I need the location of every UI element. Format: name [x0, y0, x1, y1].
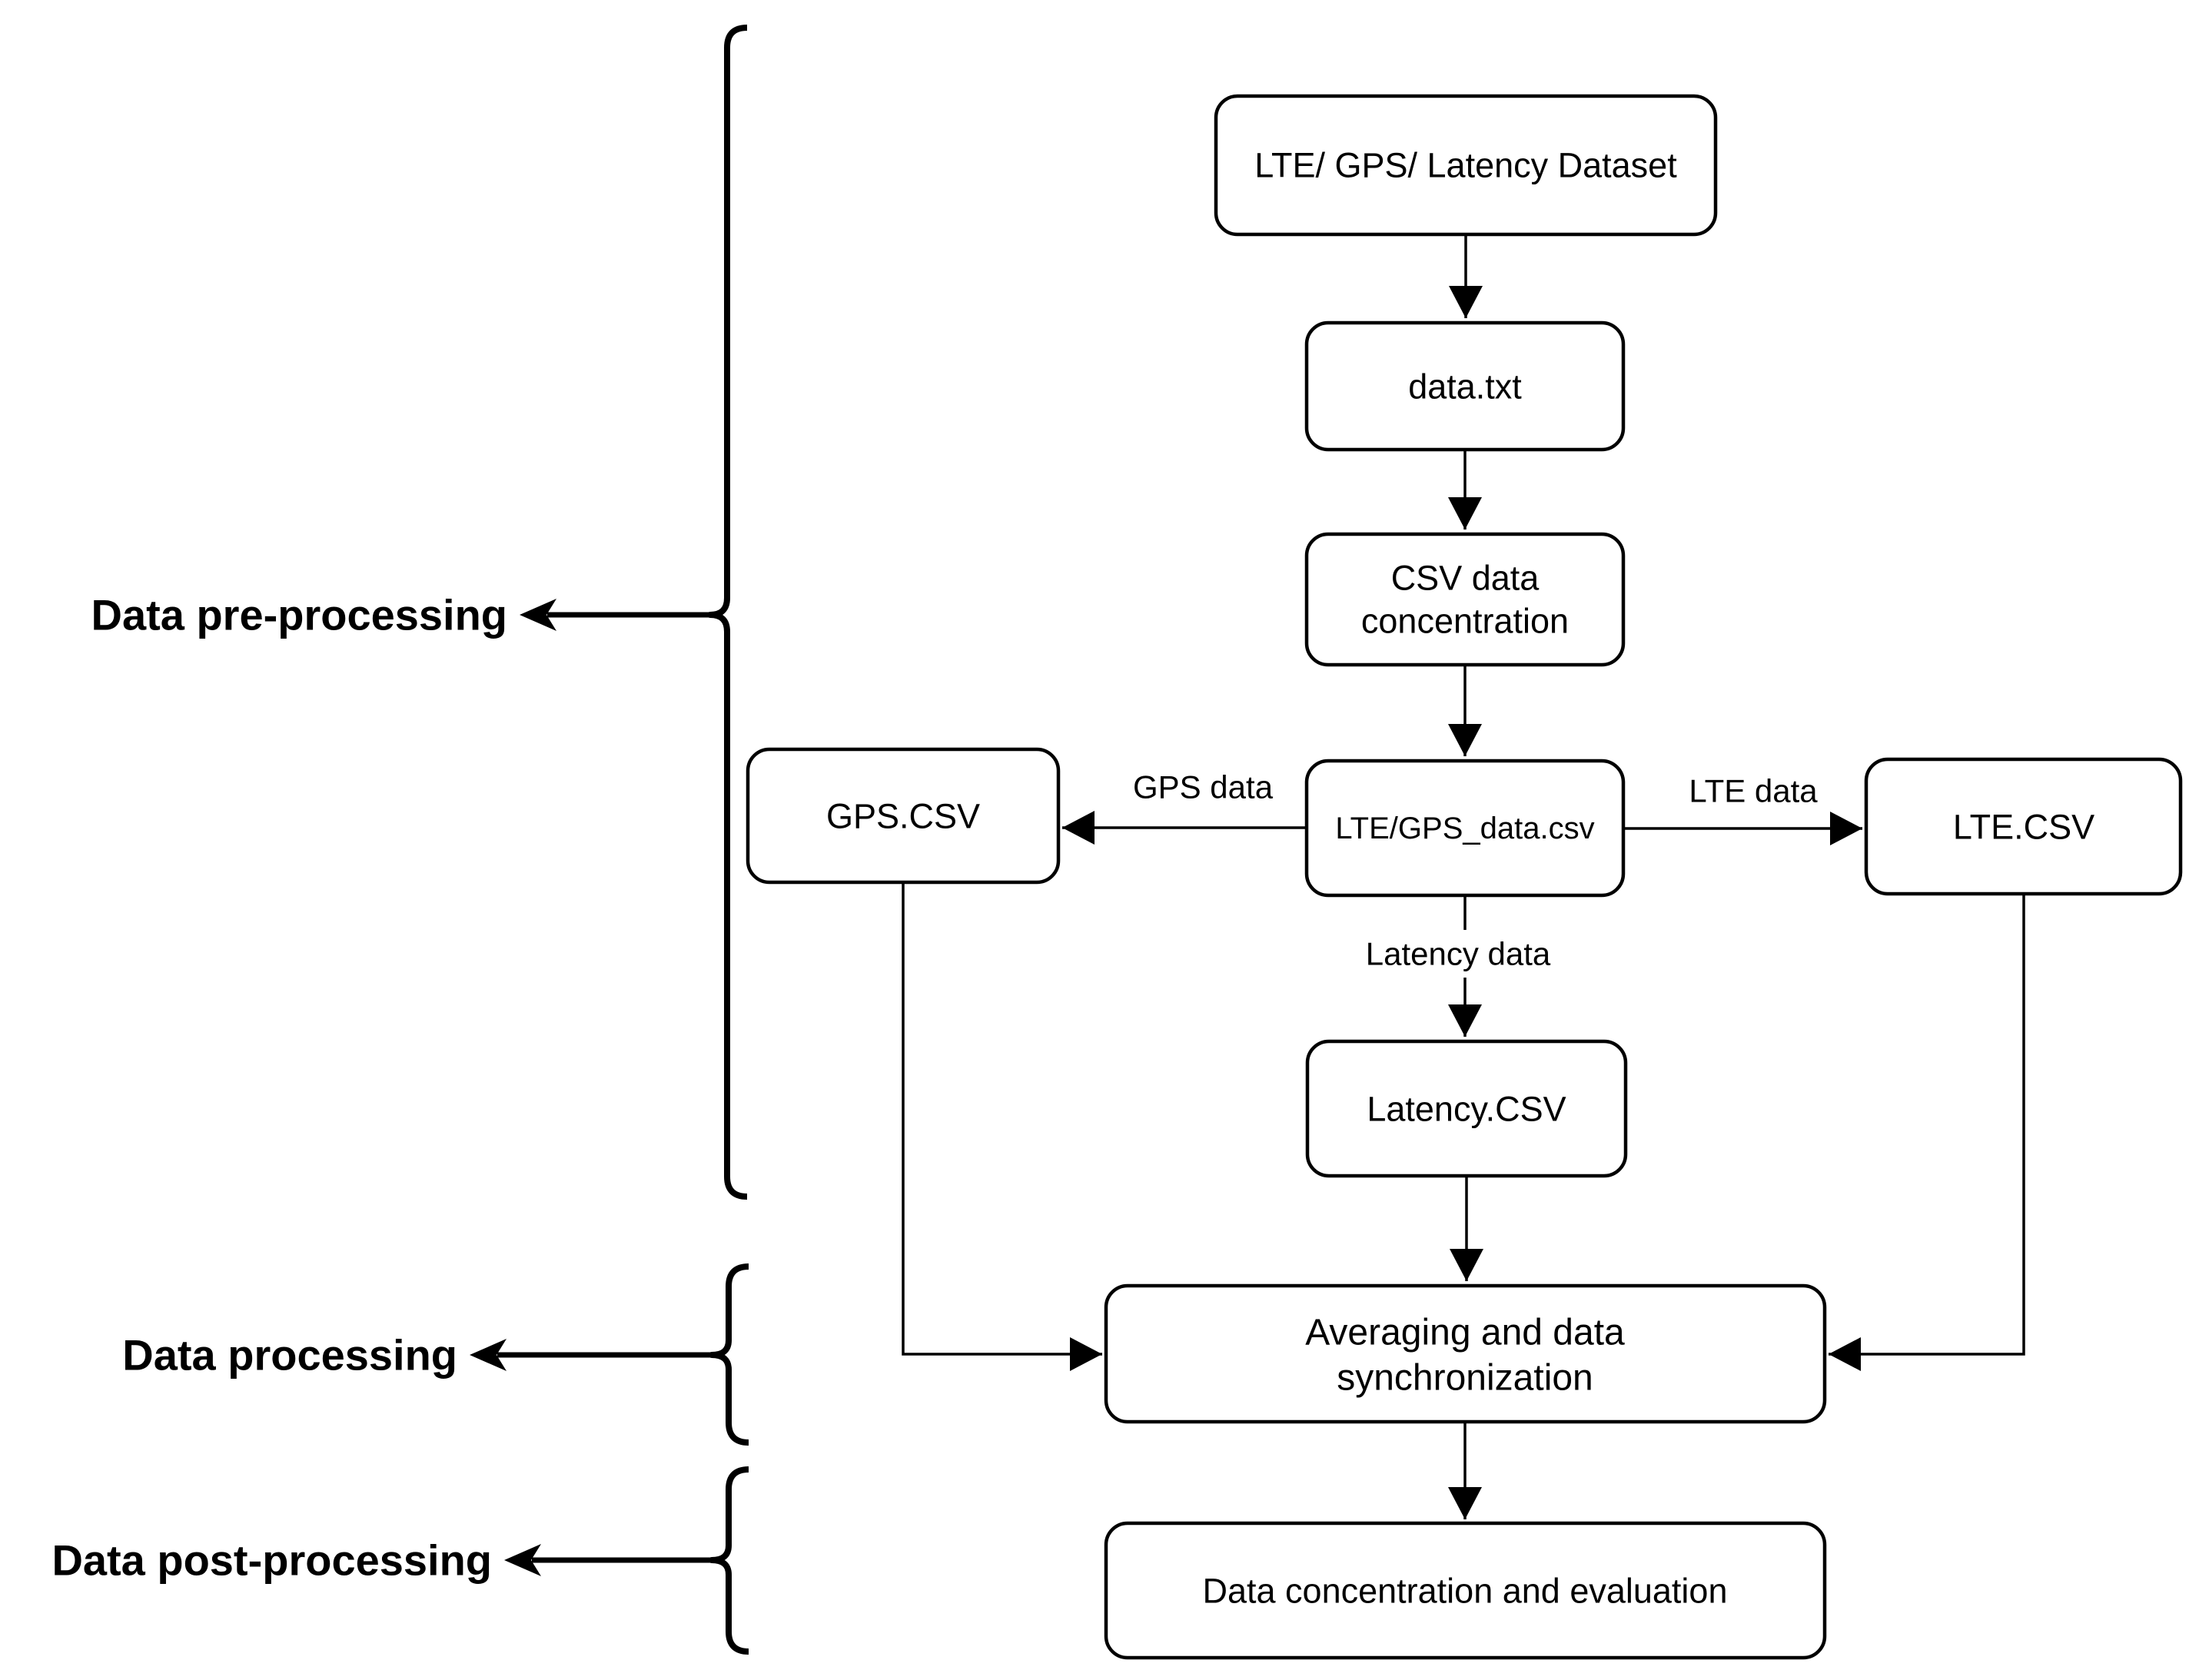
stage-post-processing-group: Data post-processing: [51, 1466, 749, 1655]
node-evaluation-label: Data concentration and evaluation: [1203, 1572, 1728, 1611]
node-lte-csv-box: [1864, 757, 2183, 896]
node-csv-concentration-box: [1304, 532, 1626, 667]
stage-label-pre-processing: Data pre-processing: [91, 591, 508, 639]
post-processing-arrow-icon: [504, 1544, 541, 1576]
node-lte-csv-label: LTE.CSV: [1953, 808, 2094, 847]
post-processing-brace: [709, 1466, 749, 1655]
node-csv-concentration-label-line1: CSV data: [1391, 559, 1540, 598]
node-csv-concentration-label-line2: concentration: [1361, 602, 1569, 641]
node-latency-csv-label: Latency.CSV: [1367, 1090, 1566, 1129]
node-csv-concentration: CSV data concentration: [1304, 532, 1626, 667]
node-latency-csv: Latency.CSV: [1305, 1039, 1628, 1178]
stage-label-post-processing: Data post-processing: [51, 1536, 492, 1585]
node-dataset: LTE/ GPS/ Latency Dataset: [1214, 94, 1718, 237]
node-lte-gps-csv: LTE/GPS_data.csv: [1304, 759, 1626, 898]
processing-arrow-icon: [470, 1339, 507, 1371]
stage-processing-group: Data processing: [122, 1263, 749, 1446]
node-averaging-box: [1104, 1283, 1827, 1424]
node-gps-csv: GPS.CSV: [746, 747, 1061, 885]
latency-data-label-mask: [1339, 930, 1577, 978]
node-averaging-label-line1: Averaging and data: [1305, 1313, 1625, 1353]
stage-label-processing: Data processing: [122, 1331, 457, 1380]
node-gps-csv-box: [746, 747, 1061, 885]
pre-processing-arrow-icon: [520, 599, 556, 631]
node-dataset-label: LTE/ GPS/ Latency Dataset: [1254, 146, 1677, 185]
edges: Latency data GPS data LTE data: [902, 234, 2025, 1519]
node-dataset-box: [1214, 94, 1718, 237]
stage-pre-processing-group: Data pre-processing: [91, 25, 748, 1200]
node-latency-csv-box: [1305, 1039, 1628, 1178]
edge-label-lte-data: LTE data: [1689, 773, 1818, 809]
node-lte-gps-csv-label: LTE/GPS_data.csv: [1335, 812, 1594, 845]
node-lte-gps-csv-box: [1304, 759, 1626, 898]
node-averaging-label-line2: synchronization: [1337, 1358, 1593, 1399]
node-data-txt-box: [1304, 320, 1626, 452]
node-evaluation: Data concentration and evaluation: [1104, 1521, 1827, 1660]
nodes: LTE/ GPS/ Latency Dataset data.txt CSV d…: [746, 94, 2183, 1660]
edge-gpscsv-to-averaging: [902, 882, 1102, 1371]
node-data-txt-label: data.txt: [1408, 367, 1522, 407]
node-gps-csv-label: GPS.CSV: [826, 797, 980, 836]
edge-label-gps-data: GPS data: [1133, 769, 1274, 805]
pre-processing-brace: [707, 25, 748, 1200]
node-evaluation-box: [1104, 1521, 1827, 1660]
edge-ltecsv-to-averaging: [1829, 894, 2025, 1371]
node-data-txt: data.txt: [1304, 320, 1626, 452]
processing-brace: [709, 1263, 749, 1446]
node-lte-csv: LTE.CSV: [1864, 757, 2183, 896]
edge-label-latency-data: Latency data: [1366, 936, 1551, 972]
node-averaging: Averaging and data synchronization: [1104, 1283, 1827, 1424]
